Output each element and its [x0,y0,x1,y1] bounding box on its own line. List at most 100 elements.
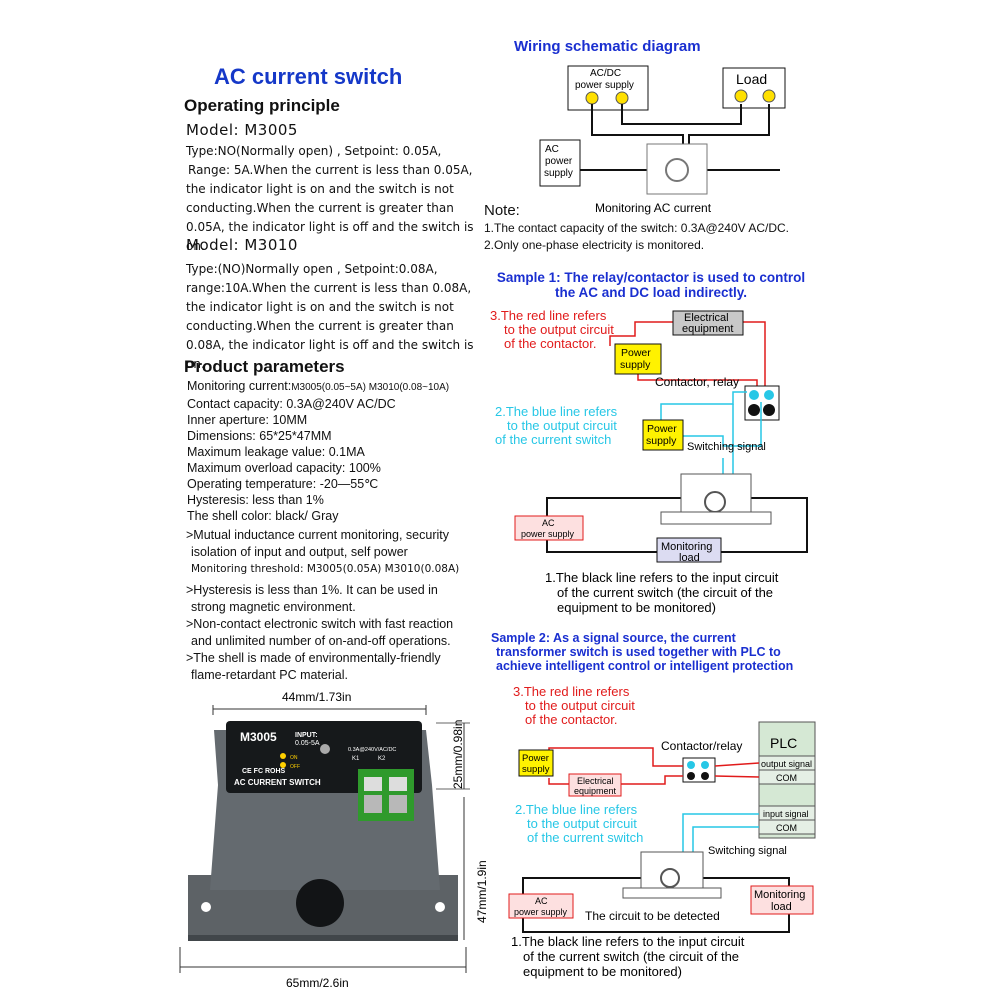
dim-right-lower-label: 47mm/1.9in [475,860,489,923]
label-cert: CE FC ROHS [242,768,286,775]
model-m3010-heading: Model: M3010 [186,236,298,254]
s1-ps2-label1: Power [647,423,677,435]
s1-power-supply-2 [642,419,684,451]
model-m3005-heading: Model: M3005 [186,121,298,139]
s1-ps-label1: Power [621,347,651,359]
bullet-line: flame-retardant PC material. [191,668,349,682]
text-line: 0.05A, the indicator light is off and th… [186,220,474,253]
power-label: power [545,156,573,167]
wiring-title: Wiring schematic diagram [514,38,701,55]
dim-bottom-label: 65mm/2.6in [286,976,349,990]
s1-ps2-label2: supply [646,435,677,447]
on-indicator [280,753,286,759]
bullet-line: strong magnetic environment. [191,600,356,614]
dim-right-upper-label: 25mm/0.98in [451,720,465,789]
bullet-line: >Mutual inductance current monitoring, s… [186,528,449,542]
s2-ml-label2: load [771,901,792,913]
s2-red-line2: to the output circuit [525,698,635,713]
s2-contactor-box [682,757,716,783]
s1-ac-label2: power supply [521,529,575,539]
text-line: Range: 5A.When the current is less than … [188,163,473,177]
load-box [722,67,786,109]
s1-switching-signal: Switching signal [687,441,766,453]
s1-ac-label1: AC [542,518,555,528]
s2-black-line2: of the current switch (the circuit of th… [523,949,739,964]
s1-red-line1: 3.The red line refers [490,308,607,323]
bullet-line: isolation of input and output, self powe… [191,545,408,559]
s2-input-signal: input signal [763,809,809,819]
param-shell-color: The shell color: black/ Gray [187,509,339,523]
s1-monitoring-load [656,537,722,563]
bullet-line: and unlimited number of on-and-off opera… [191,634,451,648]
note-2: 2.Only one-phase electricity is monitore… [484,238,705,252]
s2-contactor-label: Contactor/relay [661,739,742,753]
s2-monitoring-load [750,885,814,915]
label-contact: 0.3A@240V/AC/DC [348,747,396,753]
s1-ac-supply [514,515,584,541]
mount-hole-left [201,902,211,912]
s1-ee-label2: equipment [682,323,733,335]
s2-ee-label1: Electrical [577,776,614,786]
ac-label: AC [545,144,559,155]
s1-blue-line2: to the output circuit [507,418,617,433]
param-label: Monitoring current: [187,379,292,393]
param-hysteresis: Hysteresis: less than 1% [187,493,324,507]
param-overload: Maximum overload capacity: 100% [187,461,381,475]
s2-com1: COM [776,773,797,783]
model-m3010-description: Type:(NO)Normally open , Setpoint:0.08A,… [186,260,486,374]
s2-ps-label2: supply [522,764,550,775]
s1-black-line3: equipment to be monitored) [557,600,716,615]
sample2-title: Sample 2: As a signal source, the curren… [491,631,821,673]
label-on: ON [290,755,298,761]
product-parameters-list: Monitoring current:M3005(0.05~5A) M3010(… [187,378,487,524]
s2-ac-label1: AC [535,896,548,906]
feature-bullets: >Mutual inductance current monitoring, s… [186,527,486,684]
sample1-diagram: 3.The red line refers to the output circ… [490,308,808,615]
text-line: conducting.When the current is greater t… [186,201,454,215]
monitoring-label: Monitoring AC current [595,201,712,215]
load-label: Load [736,71,767,87]
s2-black-line1: 1.The black line refers to the input cir… [511,934,745,949]
s1-black-line1: 1.The black line refers to the input cir… [545,570,779,585]
s1-ml-label1: Monitoring [661,541,712,553]
s2-ac-supply [508,893,574,919]
bullet-line: >The shell is made of environmentally-fr… [186,651,441,665]
s1-black-line2: of the current switch (the circuit of th… [557,585,773,600]
model-m3005-description: Type:NO(Normally open) , Setpoint: 0.05A… [186,142,486,256]
text-line: 0.08A, the indicator light is off and th… [186,338,474,371]
s1-blue-line1: 2.The blue line refers [495,404,618,419]
operating-principle-heading: Operating principle [184,96,340,115]
text-line: conducting.When the current is greater t… [186,319,454,333]
s1-contactor-box [744,385,780,421]
s2-com2: COM [776,823,797,833]
s1-ml-label2: load [679,552,700,564]
power-supply-label: power supply [575,80,634,91]
s2-black-line3: equipment to be monitored) [523,964,682,979]
s1-ps-label2: supply [620,359,651,371]
sample1-title-line1: Sample 1: The relay/contactor is used to… [496,270,806,285]
ac-dc-label: AC/DC [590,68,621,79]
label-k1: K1 [352,756,360,762]
label-name: AC CURRENT SWITCH [234,778,321,787]
product-parameters-heading: Product parameters [184,357,345,376]
text-line: Type:NO(Normally open) , Setpoint: 0.05A… [186,144,442,158]
s2-blue-line1: 2.The blue line refers [515,802,638,817]
label-k2: K2 [378,756,386,762]
text-line: range:10A.When the current is less than … [186,281,472,295]
param-dimensions: Dimensions: 65*25*47MM [187,429,332,443]
s2-output-signal: output signal [761,759,812,769]
text-line: Type:(NO)Normally open , Setpoint:0.08A, [186,262,438,276]
current-sensor [646,143,708,195]
off-indicator [280,762,286,768]
s2-ee-label2: equipment [574,786,617,796]
sample2-title-line1: Sample 2: As a signal source, the curren… [491,631,736,645]
s2-plc-label: PLC [770,735,797,751]
param-temperature: Operating temperature: -20—55℃ [187,477,379,491]
note: Note: 1.The contact capacity of the swit… [484,202,844,252]
s2-ps-label1: Power [522,753,549,764]
mount-hole-right [435,902,445,912]
dim-top-label: 44mm/1.73in [282,690,351,704]
note-1: 1.The contact capacity of the switch: 0.… [484,221,789,235]
s2-electrical-equipment [568,773,622,797]
text-line: the indicator light is on and the switch… [186,300,454,314]
